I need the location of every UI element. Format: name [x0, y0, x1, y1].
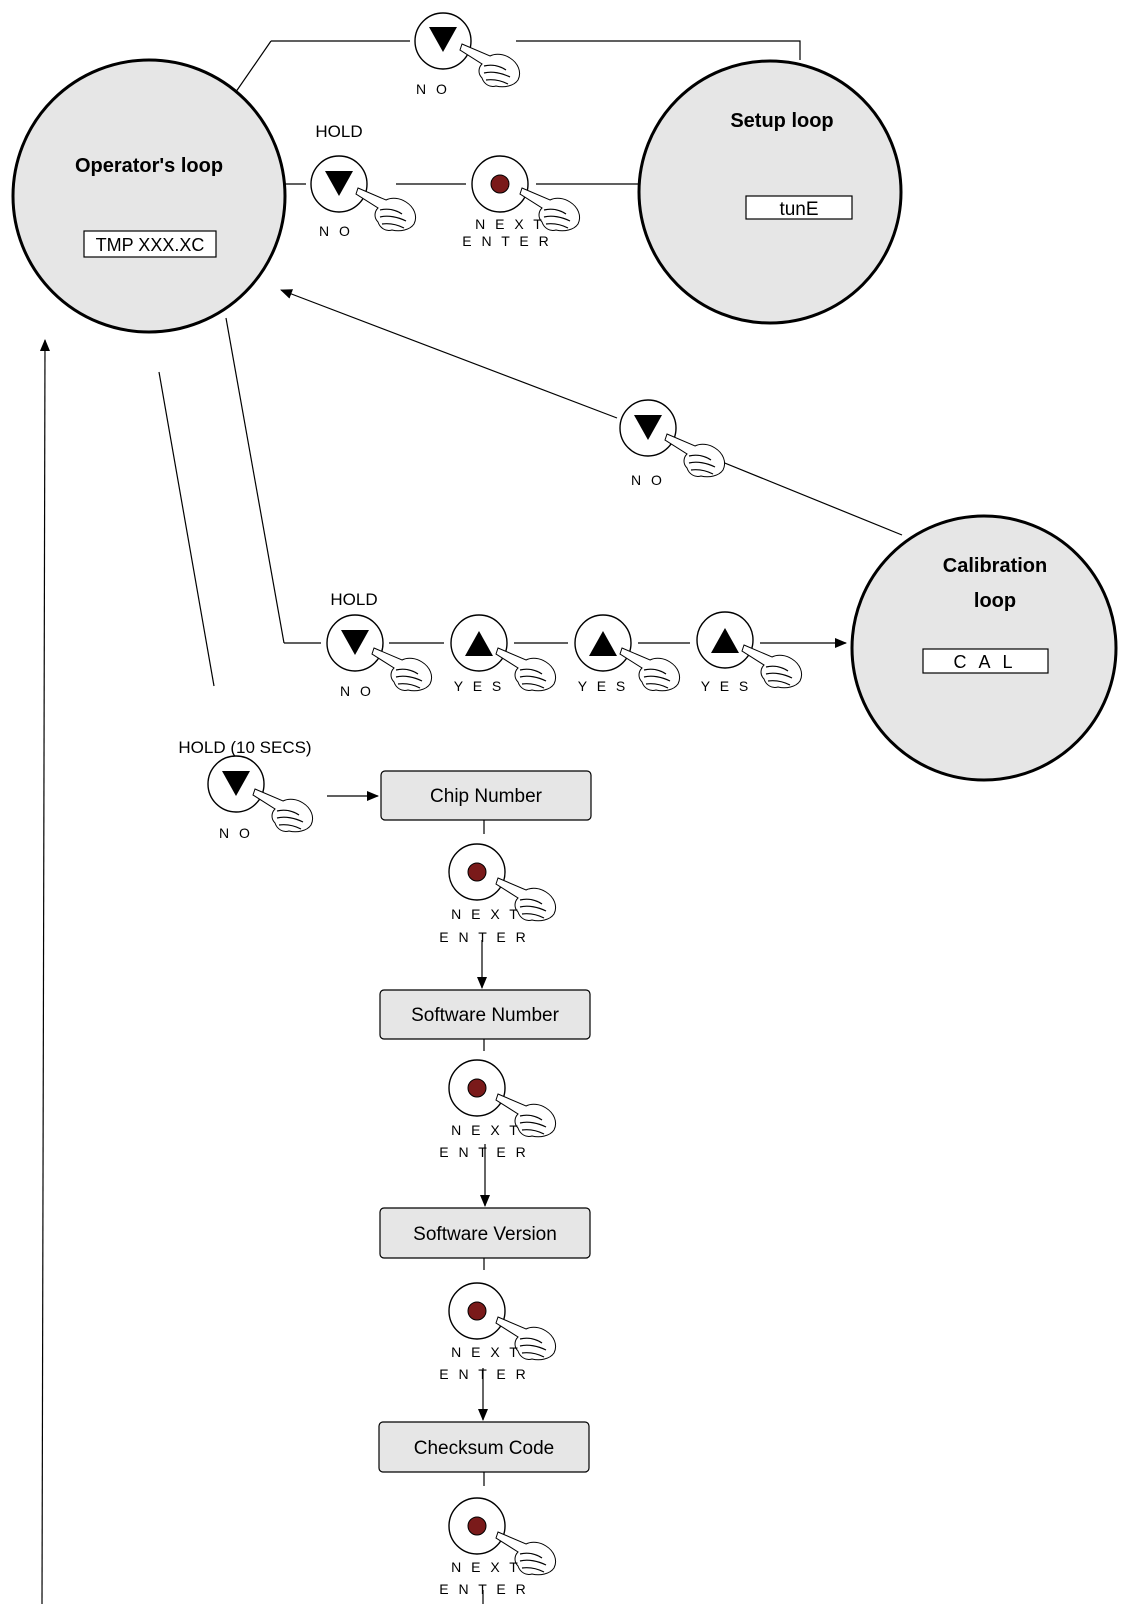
info-no-label: N O: [219, 825, 253, 841]
enter-dot-button-icon: [467, 862, 487, 882]
calibration-display-box: [922, 648, 1049, 674]
software-version-text: Software Version: [413, 1224, 557, 1245]
pointing-hand-icon: [664, 433, 726, 478]
software-number-enter-button[interactable]: N E X T E N T E R: [439, 1059, 557, 1160]
info-hold-down-button[interactable]: N O: [207, 755, 314, 841]
calibration-loop-title-line1: Calibration: [943, 555, 1047, 577]
up-arrow-button-icon: [465, 631, 493, 656]
software-version-box: Software Version: [379, 1207, 591, 1259]
software-number-text: Software Number: [411, 1005, 560, 1026]
chip-next-label: N E X T: [451, 906, 521, 922]
up-arrow-button-icon: [711, 628, 739, 653]
top-down-button[interactable]: N O: [414, 12, 521, 97]
return-arrow-to-operator: [39, 339, 50, 1604]
calibration-loop-title-line2: loop: [974, 590, 1016, 612]
calibration-yes-label-1: Y E S: [454, 678, 505, 694]
operator-to-hold10-line: [158, 371, 215, 687]
setup-display-box: [745, 195, 853, 220]
checksum-enter-label: E N T E R: [439, 1581, 529, 1597]
down-arrow-button-icon: [222, 771, 250, 796]
calibration-loop-circle: [850, 514, 1118, 782]
checksum-code-box: Checksum Code: [378, 1421, 590, 1473]
enter-dot-button-icon: [467, 1078, 487, 1098]
software-version-enter-label: E N T E R: [439, 1366, 529, 1382]
calibration-to-no-line: [704, 454, 903, 536]
setup-loop-circle: [637, 59, 903, 325]
chip-enter-button[interactable]: N E X T E N T E R: [439, 843, 557, 945]
software-number-next-label: N E X T: [451, 1122, 521, 1138]
software-number-enter-label: E N T E R: [439, 1144, 529, 1160]
connector-lines: [39, 40, 903, 1604]
checksum-enter-button[interactable]: N E X T E N T E R: [439, 1497, 557, 1597]
pointing-hand-icon: [459, 43, 521, 88]
setup-no-label: N O: [319, 223, 353, 239]
setup-display-text: tunE: [779, 199, 818, 220]
chip-number-box-rect: [380, 770, 592, 821]
operator-loop: Operator's loop TMP XXX.XC: [11, 58, 287, 334]
setup-enter-label: E N T E R: [462, 233, 552, 249]
calibration-return-down-button[interactable]: N O: [619, 399, 726, 488]
chip-enter-label: E N T E R: [439, 929, 529, 945]
pointing-hand-icon: [371, 647, 433, 692]
checksum-code-box-rect: [378, 1421, 590, 1473]
setup-loop-title: Setup loop: [730, 110, 833, 132]
operator-display-box: [83, 230, 217, 258]
calibration-up-button-2[interactable]: Y E S: [574, 614, 681, 694]
down-arrow-button-icon: [429, 27, 457, 52]
setup-to-top-button-line: [516, 40, 801, 60]
calibration-yes-label-2: Y E S: [578, 678, 629, 694]
pointing-hand-icon: [495, 647, 557, 692]
calibration-yes-label-3: Y E S: [701, 678, 752, 694]
arrow-back-to-operator: [280, 289, 618, 419]
hold-10-secs-label: HOLD (10 SECS): [178, 738, 311, 757]
software-version-enter-button[interactable]: N E X T E N T E R: [439, 1282, 557, 1382]
setup-hold-down-button[interactable]: N O: [310, 155, 417, 239]
operator-loop-circle: [11, 58, 287, 334]
pointing-hand-icon: [619, 647, 681, 692]
enter-dot-button-icon: [467, 1516, 487, 1536]
hold-label-calibration: HOLD: [330, 590, 377, 609]
pointing-hand-icon: [252, 788, 314, 833]
pointing-hand-icon: [355, 187, 417, 232]
down-arrow-button-icon: [341, 630, 369, 655]
software-number-box-rect: [379, 989, 591, 1040]
up-arrow-button-icon: [589, 631, 617, 656]
calibration-no-label: N O: [340, 683, 374, 699]
checksum-code-text: Checksum Code: [414, 1438, 554, 1459]
operator-down-line: [225, 317, 285, 644]
chip-number-box: Chip Number: [380, 770, 592, 821]
calibration-up-button-3[interactable]: Y E S: [696, 611, 803, 694]
chip-number-text: Chip Number: [430, 786, 543, 807]
software-number-box: Software Number: [379, 989, 591, 1040]
software-version-box-rect: [379, 1207, 591, 1259]
calibration-hold-down-button[interactable]: N O: [326, 614, 433, 699]
down-arrow-button-icon: [325, 171, 353, 196]
operator-display-text: TMP XXX.XC: [96, 235, 205, 255]
setup-enter-button[interactable]: N E X T E N T E R: [462, 155, 581, 249]
calibration-up-button-1[interactable]: Y E S: [450, 614, 557, 694]
hold-label-setup: HOLD: [315, 122, 362, 141]
setup-next-label: N E X T: [475, 216, 545, 232]
calibration-display-text: C A L: [953, 652, 1016, 672]
enter-dot-button-icon: [490, 174, 510, 194]
operator-loop-title: Operator's loop: [75, 155, 223, 177]
top-no-label: N O: [416, 81, 450, 97]
checksum-next-label: N E X T: [451, 1559, 521, 1575]
calibration-return-no-label: N O: [631, 472, 665, 488]
setup-loop: Setup loop tunE: [637, 59, 903, 325]
calibration-loop: Calibration loop C A L: [850, 514, 1118, 782]
software-version-next-label: N E X T: [451, 1344, 521, 1360]
enter-dot-button-icon: [467, 1301, 487, 1321]
down-arrow-button-icon: [634, 415, 662, 440]
